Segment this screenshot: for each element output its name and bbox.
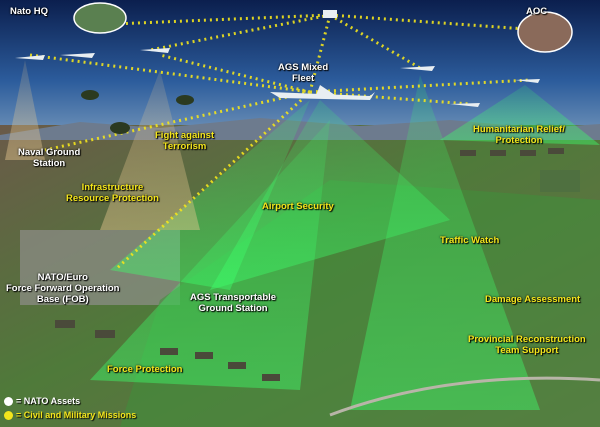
label-fob: NATO/Euro Force Forward Operation Base (… (6, 272, 120, 305)
data-links (29, 13, 541, 272)
beam-naval (5, 60, 45, 160)
label-force-protection: Force Protection (107, 364, 183, 375)
label-humanitarian: Humanitarian Relief/ Protection (473, 124, 565, 146)
legend-nato-assets: = NATO Assets (4, 396, 80, 406)
satellite (323, 10, 337, 18)
beam-uav-humanitarian (440, 85, 600, 145)
label-nato-hq: Nato HQ (10, 6, 48, 17)
tanks (55, 148, 564, 381)
yellow-dot-icon (4, 410, 13, 420)
beam-uav-provincial (350, 75, 540, 410)
aoc-image (517, 11, 573, 53)
legend-label: = Civil and Military Missions (16, 410, 137, 420)
hospital-tent (540, 170, 580, 192)
beam-fleet-fob (110, 100, 310, 290)
legend-label: = NATO Assets (16, 396, 81, 406)
label-aoc: AOC (526, 6, 548, 17)
label-infrastructure: Infrastructure Resource Protection (66, 182, 159, 204)
label-ags-fleet: AGS Mixed Fleet (278, 62, 329, 84)
ags-aircraft (270, 85, 375, 100)
legend-missions: = Civil and Military Missions (4, 410, 136, 420)
nato-hq-image (73, 2, 127, 34)
aircraft (15, 10, 540, 107)
label-damage-assessment: Damage Assessment (485, 294, 581, 305)
beam-infra (100, 70, 200, 230)
helicopters (81, 90, 194, 134)
label-provincial: Provincial Reconstruction Team Support (468, 334, 586, 356)
label-airport-security: Airport Security (262, 201, 334, 212)
road (329, 376, 600, 417)
label-naval-ground-station: Naval Ground Station (18, 147, 81, 169)
label-fight-terrorism: Fight against Terrorism (155, 130, 215, 152)
white-dot-icon (4, 396, 13, 406)
label-ags-transportable: AGS Transportable Ground Station (190, 292, 277, 314)
beam-force (90, 120, 330, 390)
label-traffic-watch: Traffic Watch (440, 235, 500, 246)
